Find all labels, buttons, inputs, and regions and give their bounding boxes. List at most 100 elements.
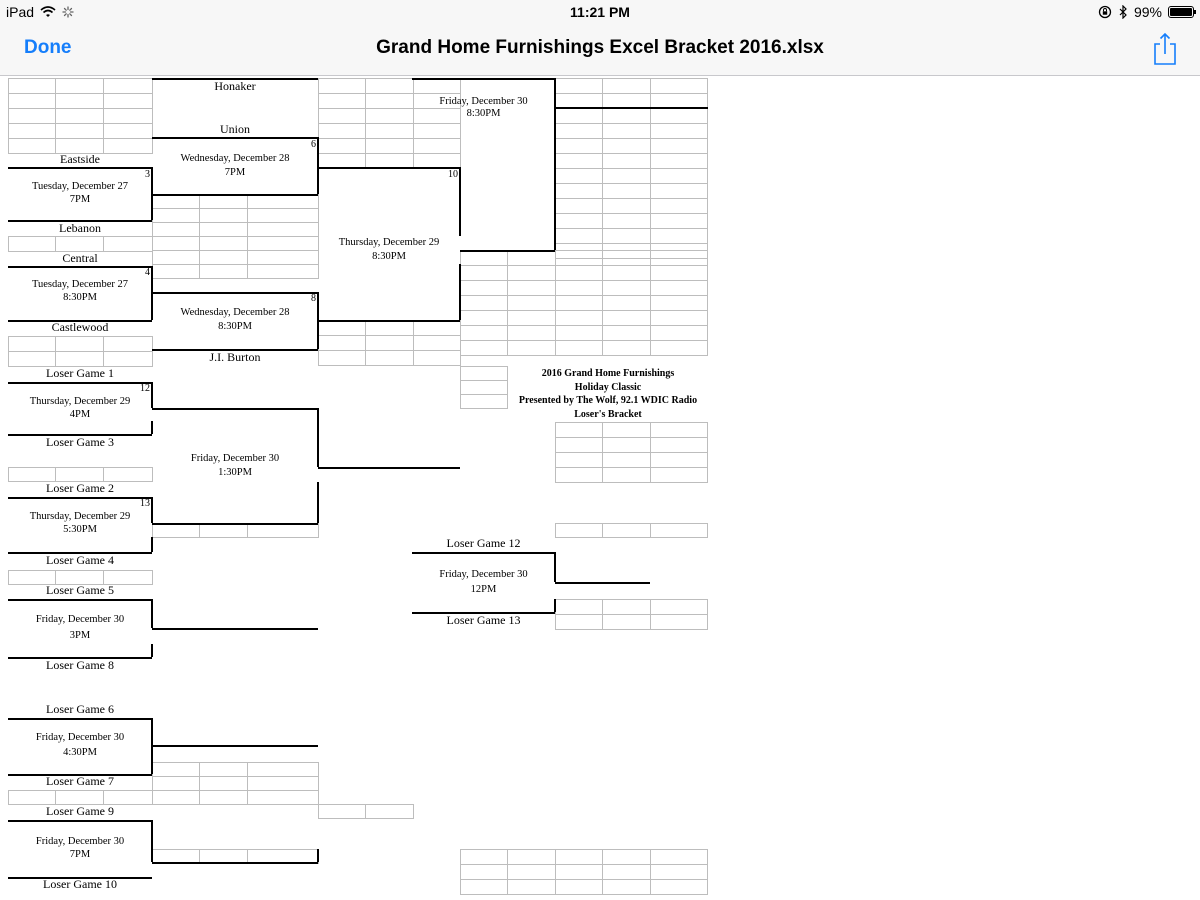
sheet-cell[interactable] — [555, 280, 603, 296]
sheet-cell[interactable] — [555, 108, 603, 124]
sheet-cell[interactable] — [602, 280, 651, 296]
sheet-cell[interactable] — [318, 335, 366, 351]
sheet-cell[interactable] — [152, 762, 200, 777]
sheet-cell[interactable] — [555, 325, 603, 341]
sheet-cell[interactable] — [103, 570, 153, 585]
sheet-cell[interactable] — [413, 123, 461, 139]
sheet-cell[interactable] — [103, 351, 153, 367]
sheet-cell[interactable] — [602, 467, 651, 483]
sheet-cell[interactable] — [555, 467, 603, 483]
sheet-cell[interactable] — [413, 335, 461, 351]
sheet-cell[interactable] — [413, 320, 461, 336]
sheet-cell[interactable] — [555, 452, 603, 468]
sheet-cell[interactable] — [602, 452, 651, 468]
sheet-cell[interactable] — [318, 93, 366, 109]
sheet-cell[interactable] — [602, 228, 651, 244]
sheet-cell[interactable] — [460, 250, 508, 266]
sheet-cell[interactable] — [460, 325, 508, 341]
sheet-cell[interactable] — [602, 198, 651, 214]
sheet-cell[interactable] — [602, 213, 651, 229]
sheet-cell[interactable] — [8, 108, 56, 124]
sheet-cell[interactable] — [650, 437, 708, 453]
sheet-cell[interactable] — [650, 250, 708, 266]
sheet-cell[interactable] — [555, 250, 603, 266]
sheet-cell[interactable] — [555, 123, 603, 139]
sheet-cell[interactable] — [55, 336, 104, 352]
sheet-cell[interactable] — [650, 864, 708, 880]
sheet-cell[interactable] — [318, 804, 366, 819]
sheet-cell[interactable] — [460, 340, 508, 356]
sheet-cell[interactable] — [413, 153, 461, 169]
sheet-cell[interactable] — [460, 380, 508, 395]
sheet-cell[interactable] — [413, 138, 461, 154]
sheet-cell[interactable] — [507, 250, 556, 266]
sheet-cell[interactable] — [365, 804, 414, 819]
sheet-cell[interactable] — [507, 295, 556, 311]
sheet-cell[interactable] — [460, 280, 508, 296]
sheet-cell[interactable] — [199, 222, 248, 237]
sheet-cell[interactable] — [555, 295, 603, 311]
sheet-cell[interactable] — [8, 336, 56, 352]
sheet-cell[interactable] — [8, 78, 56, 94]
sheet-cell[interactable] — [602, 523, 651, 538]
sheet-cell[interactable] — [413, 350, 461, 366]
sheet-cell[interactable] — [8, 93, 56, 109]
sheet-cell[interactable] — [55, 467, 104, 482]
sheet-cell[interactable] — [247, 776, 319, 791]
sheet-cell[interactable] — [507, 325, 556, 341]
sheet-cell[interactable] — [555, 599, 603, 615]
sheet-cell[interactable] — [199, 208, 248, 223]
sheet-cell[interactable] — [247, 790, 319, 805]
sheet-cell[interactable] — [55, 790, 104, 805]
sheet-cell[interactable] — [555, 422, 603, 438]
sheet-cell[interactable] — [650, 198, 708, 214]
sheet-cell[interactable] — [507, 864, 556, 880]
sheet-cell[interactable] — [650, 78, 708, 94]
sheet-cell[interactable] — [602, 265, 651, 281]
sheet-cell[interactable] — [103, 138, 153, 154]
sheet-cell[interactable] — [602, 153, 651, 169]
sheet-cell[interactable] — [555, 265, 603, 281]
sheet-cell[interactable] — [650, 325, 708, 341]
sheet-cell[interactable] — [460, 394, 508, 409]
sheet-cell[interactable] — [103, 790, 153, 805]
sheet-cell[interactable] — [103, 108, 153, 124]
sheet-cell[interactable] — [602, 78, 651, 94]
sheet-cell[interactable] — [602, 340, 651, 356]
sheet-cell[interactable] — [103, 336, 153, 352]
sheet-cell[interactable] — [8, 790, 56, 805]
sheet-cell[interactable] — [650, 879, 708, 895]
sheet-cell[interactable] — [460, 879, 508, 895]
sheet-cell[interactable] — [247, 250, 319, 265]
sheet-cell[interactable] — [365, 320, 414, 336]
sheet-cell[interactable] — [460, 295, 508, 311]
sheet-cell[interactable] — [55, 236, 104, 252]
sheet-cell[interactable] — [555, 153, 603, 169]
sheet-cell[interactable] — [507, 879, 556, 895]
sheet-cell[interactable] — [103, 78, 153, 94]
sheet-cell[interactable] — [247, 762, 319, 777]
spreadsheet-view[interactable]: Honaker Union Wednesday, December 28 7PM… — [0, 76, 1200, 900]
sheet-cell[interactable] — [650, 422, 708, 438]
sheet-cell[interactable] — [555, 523, 603, 538]
sheet-cell[interactable] — [602, 325, 651, 341]
sheet-cell[interactable] — [602, 183, 651, 199]
sheet-cell[interactable] — [318, 138, 366, 154]
sheet-cell[interactable] — [152, 208, 200, 223]
sheet-cell[interactable] — [8, 467, 56, 482]
sheet-cell[interactable] — [365, 78, 414, 94]
sheet-cell[interactable] — [365, 123, 414, 139]
sheet-cell[interactable] — [650, 599, 708, 615]
sheet-cell[interactable] — [152, 250, 200, 265]
sheet-cell[interactable] — [602, 168, 651, 184]
sheet-cell[interactable] — [152, 222, 200, 237]
sheet-cell[interactable] — [602, 422, 651, 438]
sheet-cell[interactable] — [650, 183, 708, 199]
sheet-cell[interactable] — [555, 849, 603, 865]
share-button[interactable] — [1152, 32, 1178, 66]
sheet-cell[interactable] — [555, 879, 603, 895]
sheet-cell[interactable] — [55, 78, 104, 94]
sheet-cell[interactable] — [555, 340, 603, 356]
sheet-cell[interactable] — [247, 523, 319, 538]
sheet-cell[interactable] — [650, 340, 708, 356]
